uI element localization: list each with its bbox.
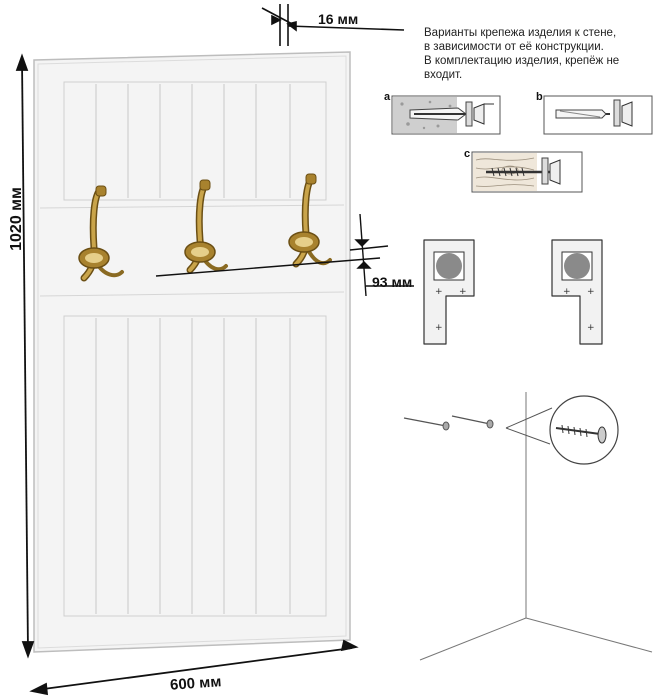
screw-zoom-callout [505, 395, 619, 465]
wall-panel [33, 51, 351, 653]
mount-variant-a [391, 95, 501, 135]
svg-text:+: + [435, 287, 443, 297]
screws [403, 415, 494, 431]
hook-right [288, 173, 332, 268]
variant-label-c: c [464, 148, 471, 160]
mounting-note-line: В комплектацию изделия, крепёж не [424, 55, 620, 67]
dimension-width-label: 600 мм [169, 673, 222, 694]
wall-corner [419, 392, 653, 661]
hook-middle [184, 179, 228, 274]
mounting-note-line: входит. [424, 69, 463, 81]
dimension-depth-label: 16 мм [318, 11, 359, 27]
variant-label-a: a [384, 91, 391, 103]
svg-text:+: + [563, 287, 571, 297]
dimension-hook-offset-label: 93 мм [372, 274, 413, 290]
mounting-note-line: в зависимости от её конструкции. [424, 41, 604, 53]
mount-variant-c [471, 151, 583, 193]
dimension-offset-lines [155, 213, 414, 297]
dimension-depth-lines [261, 4, 405, 46]
dimension-height-label: 1020 мм [8, 187, 25, 251]
hook-left [78, 185, 124, 282]
mount-bracket-left: + + + [423, 239, 475, 345]
dimension-height-lines [15, 53, 35, 659]
mount-bracket-right: + + + [551, 239, 603, 345]
svg-text:+: + [587, 323, 595, 333]
dimension-width-lines [29, 639, 359, 696]
mounting-note: Варианты крепежа изделия к стене, в зави… [424, 26, 654, 82]
mounting-note-line: Варианты крепежа изделия к стене, [424, 27, 617, 39]
svg-text:+: + [587, 287, 595, 297]
variant-label-b: b [536, 91, 543, 103]
mount-variant-b [543, 95, 653, 135]
svg-text:+: + [459, 287, 467, 297]
svg-text:+: + [435, 323, 443, 333]
